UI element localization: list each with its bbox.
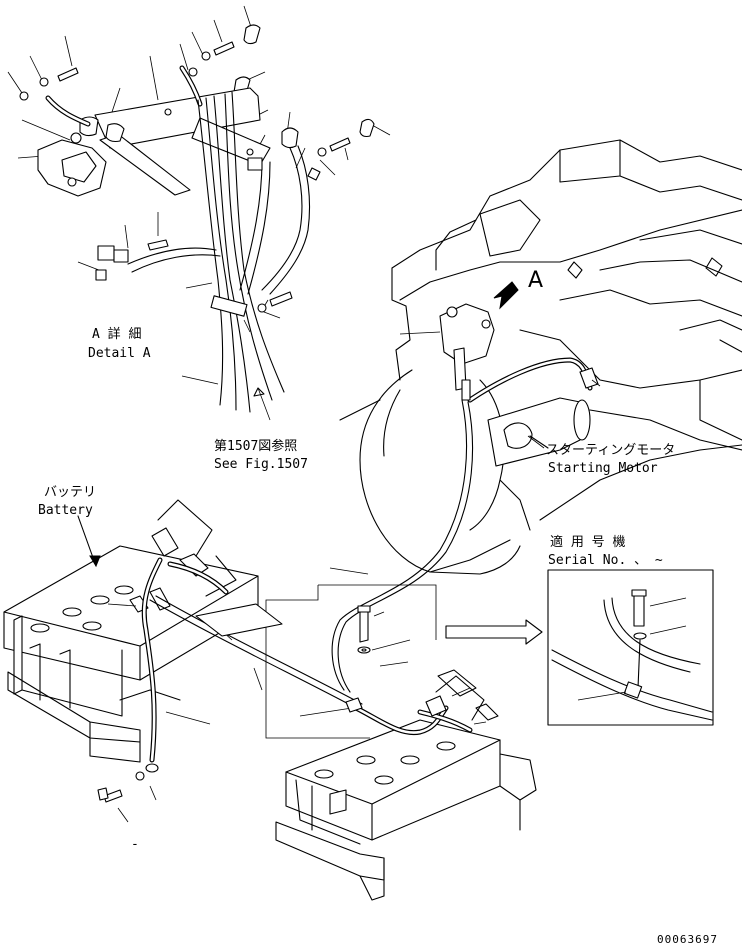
reference-note-ja: 第1507図参照 (214, 438, 297, 454)
relay-cables (45, 65, 203, 127)
detail-a-view: A 詳 細 Detail A 第1507図参照 See Fig.1507 (7, 5, 391, 472)
arrow-to-inset-icon (445, 619, 543, 645)
bolt-washer-set-right (247, 118, 375, 313)
serial-inset-frame (547, 569, 714, 726)
bracket (94, 87, 271, 196)
serial-label-ja: 適 用 号 機 (550, 534, 625, 550)
footnote-mark: - (131, 837, 139, 852)
detail-a-leader-lines (7, 5, 391, 385)
battery-arrow-icon (89, 555, 101, 568)
detail-a-title-en: Detail A (88, 346, 151, 361)
starting-motor-label-ja: スターティングモータ (546, 443, 675, 458)
battery-right (275, 669, 537, 901)
battery-left: バッテリ Battery (3, 485, 363, 823)
serial-label-en: Serial No. 、 ~ (548, 553, 663, 568)
reference-note-en: See Fig.1507 (214, 457, 308, 472)
serial-inset: 適 用 号 機 Serial No. 、 ~ (547, 534, 714, 726)
battery-relay (439, 303, 495, 401)
wire-harness (127, 91, 311, 421)
bolt-washer-set-upper (19, 24, 261, 115)
harness-connector (95, 239, 169, 281)
battery-label-ja: バッテリ (44, 485, 96, 500)
detail-a-title-ja: A 詳 細 (92, 326, 141, 342)
starting-motor-label-en: Starting Motor (548, 461, 658, 476)
view-marker-a: A (528, 268, 543, 293)
drawing-number: 00063697 (657, 933, 718, 946)
relay-box (37, 116, 125, 197)
battery-cable-long (265, 399, 543, 739)
arrow-to-relay-icon (493, 281, 519, 310)
battery-label-en: Battery (38, 503, 93, 518)
engine-view: A スターティングモータ Starting Motor (339, 139, 742, 575)
